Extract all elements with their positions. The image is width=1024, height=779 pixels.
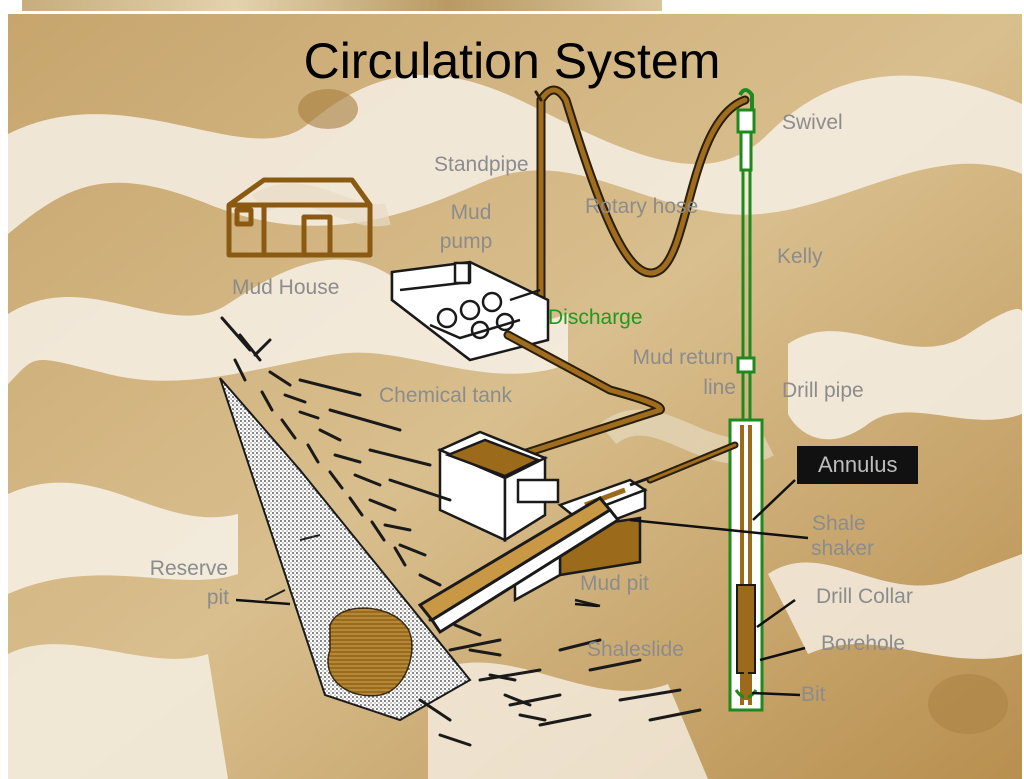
mud-house-icon [226,177,373,258]
label-shale-shaker-line2: shaker [811,537,875,560]
shaleslide-conveyor [417,496,621,635]
label-rotary-hose: Rotary hose [585,195,699,218]
label-drill-collar: Drill Collar [816,585,913,608]
label-mud-pump-line1: Mud [450,201,492,224]
label-mud-return-line2: line [703,376,736,399]
label-mud-return-line1: Mud return [632,346,734,369]
slide-title: Circulation System [303,33,721,89]
leader-lines [235,479,809,697]
label-borehole: Borehole [821,632,906,655]
label-discharge: Discharge [548,306,643,329]
label-swivel: Swivel [782,111,843,134]
top-decorative-bar [22,0,662,11]
discharge-to-tank-pipe [503,330,665,460]
label-drill-pipe: Drill pipe [782,379,864,402]
label-reserve-pit-line2: pit [206,586,229,609]
reserve-pit-icon [219,377,472,722]
chemical-tank-icon [436,430,560,543]
label-shale-shaker-line1: Shale [812,512,866,535]
label-annulus: Annulus [818,452,898,477]
standpipe-and-rotary-hose [534,85,750,305]
drill-string [728,88,764,712]
label-kelly: Kelly [777,245,823,268]
label-bit: Bit [801,683,826,706]
label-mud-house: Mud House [232,276,340,299]
label-standpipe: Standpipe [434,153,529,176]
mud-swirl-background [8,14,1022,779]
ground-slope [220,316,702,747]
label-shaleslide: Shaleslide [587,638,684,661]
mud-return-line [646,441,739,484]
annulus-callout: Annulus [797,446,918,484]
label-chemical-tank: Chemical tank [379,384,513,407]
label-reserve-pit-line1: Reserve [149,557,228,580]
label-mud-pit: Mud pit [580,572,649,595]
label-mud-pump-line2: pump [439,230,493,253]
